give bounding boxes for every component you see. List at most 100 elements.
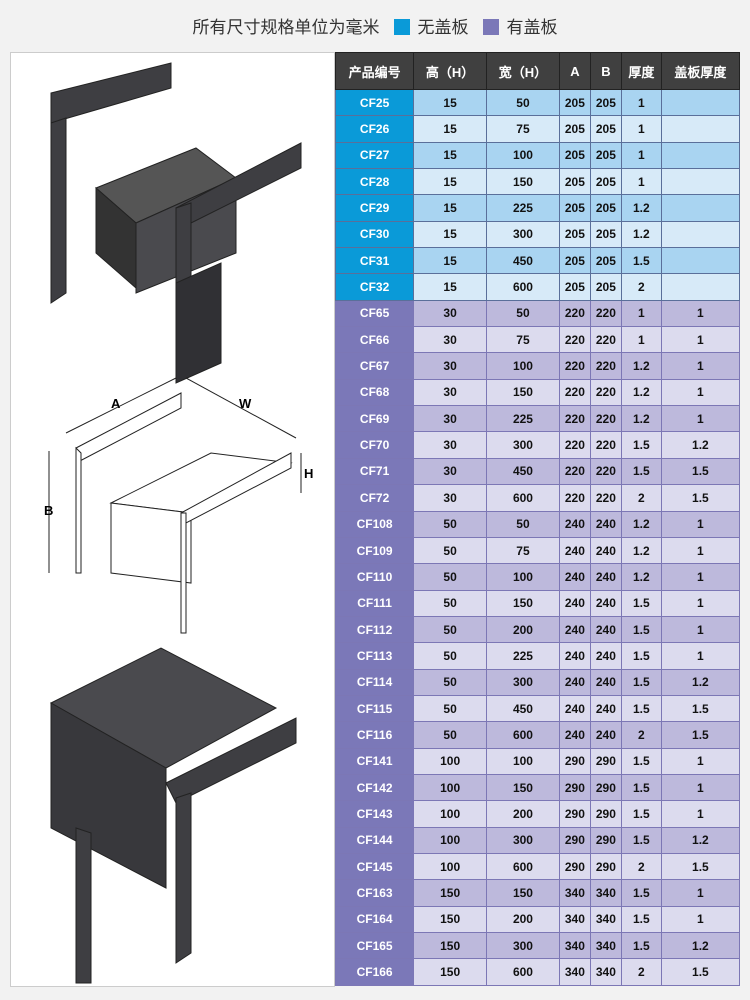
product-code-cell: CF113 — [334, 642, 415, 670]
table-cell: 1.2 — [620, 352, 662, 380]
table-cell: 205 — [589, 220, 622, 249]
table-cell — [660, 220, 741, 249]
table-cell: 600 — [486, 273, 560, 301]
table-cell: 220 — [558, 299, 591, 328]
table-cell: 1.2 — [660, 931, 741, 960]
table-cell: 240 — [589, 615, 622, 644]
table-cell: 1.5 — [660, 721, 741, 749]
table-cell: 30 — [413, 431, 488, 459]
table-cell: 290 — [558, 773, 591, 802]
table-cell: 220 — [589, 299, 622, 328]
table-cell: 15 — [413, 247, 488, 275]
table-cell: 1.2 — [660, 668, 741, 696]
tray-with-cover-image — [49, 647, 297, 984]
table-cell: 150 — [486, 589, 560, 617]
table-cell: 50 — [413, 536, 488, 565]
table-cell: 450 — [486, 694, 560, 723]
table-cell: 300 — [486, 826, 560, 854]
table-cell: 75 — [486, 536, 560, 565]
product-illustrations: A W B H — [10, 52, 335, 987]
product-code-cell: CF142 — [334, 773, 415, 802]
table-cell: 30 — [413, 457, 488, 486]
table-cell: 15 — [413, 88, 488, 117]
table-cell: 150 — [486, 879, 560, 907]
table-cell — [660, 194, 741, 222]
table-cell — [660, 273, 741, 301]
table-cell: 1.5 — [620, 931, 662, 960]
table-cell: 240 — [558, 694, 591, 723]
table-cell: 240 — [558, 668, 591, 696]
table-cell: 200 — [486, 615, 560, 644]
table-cell: 150 — [486, 378, 560, 407]
table-cell: 1.2 — [620, 405, 662, 433]
table-cell: 50 — [413, 694, 488, 723]
table-cell — [660, 115, 741, 143]
product-code-cell: CF29 — [334, 194, 415, 222]
table-cell: 240 — [589, 589, 622, 617]
product-code-cell: CF165 — [334, 931, 415, 960]
table-cell: 290 — [558, 747, 591, 775]
table-cell: 220 — [589, 326, 622, 354]
table-cell: 290 — [589, 800, 622, 828]
table-cell: 1 — [660, 326, 741, 354]
table-cell: 300 — [486, 220, 560, 249]
table-cell: 30 — [413, 326, 488, 354]
table-cell: 220 — [589, 431, 622, 459]
table-cell: 220 — [558, 378, 591, 407]
product-code-cell: CF68 — [334, 378, 415, 407]
table-cell: 600 — [486, 721, 560, 749]
table-cell: 50 — [413, 563, 488, 591]
table-cell: 1 — [620, 115, 662, 143]
table-cell: 1.2 — [620, 378, 662, 407]
column-header: 宽（H） — [486, 52, 560, 90]
table-cell: 1.2 — [620, 536, 662, 565]
table-cell: 600 — [486, 958, 560, 986]
product-code-cell: CF110 — [334, 563, 415, 591]
table-cell: 150 — [413, 879, 488, 907]
table-cell: 600 — [486, 484, 560, 512]
table-cell: 205 — [558, 273, 591, 301]
table-cell: 240 — [589, 536, 622, 565]
table-cell: 1.5 — [620, 457, 662, 486]
dim-h: H — [304, 466, 313, 481]
table-cell: 240 — [558, 589, 591, 617]
table-cell: 1 — [660, 563, 741, 591]
table-cell: 150 — [413, 958, 488, 986]
product-code-cell: CF163 — [334, 879, 415, 907]
column-header: 高（H） — [413, 52, 488, 90]
table-cell: 100 — [413, 852, 488, 881]
product-code-cell: CF116 — [334, 721, 415, 749]
table-cell: 240 — [558, 510, 591, 538]
table-cell: 240 — [558, 563, 591, 591]
table-cell: 100 — [413, 826, 488, 854]
product-code-cell: CF25 — [334, 88, 415, 117]
product-code-cell: CF108 — [334, 510, 415, 538]
table-cell: 220 — [558, 352, 591, 380]
table-cell: 1 — [660, 773, 741, 802]
table-cell: 2 — [620, 273, 662, 301]
product-code-cell: CF30 — [334, 220, 415, 249]
product-code-cell: CF69 — [334, 405, 415, 433]
legend-label: 有盖板 — [506, 17, 558, 37]
table-cell: 30 — [413, 352, 488, 380]
table-cell: 225 — [486, 642, 560, 670]
table-cell — [660, 247, 741, 275]
table-cell: 240 — [558, 642, 591, 670]
table-cell: 50 — [413, 721, 488, 749]
table-cell: 1 — [660, 378, 741, 407]
table-cell: 1 — [620, 168, 662, 196]
table-cell: 30 — [413, 405, 488, 433]
table-cell: 340 — [558, 879, 591, 907]
table-cell: 1.2 — [620, 194, 662, 222]
